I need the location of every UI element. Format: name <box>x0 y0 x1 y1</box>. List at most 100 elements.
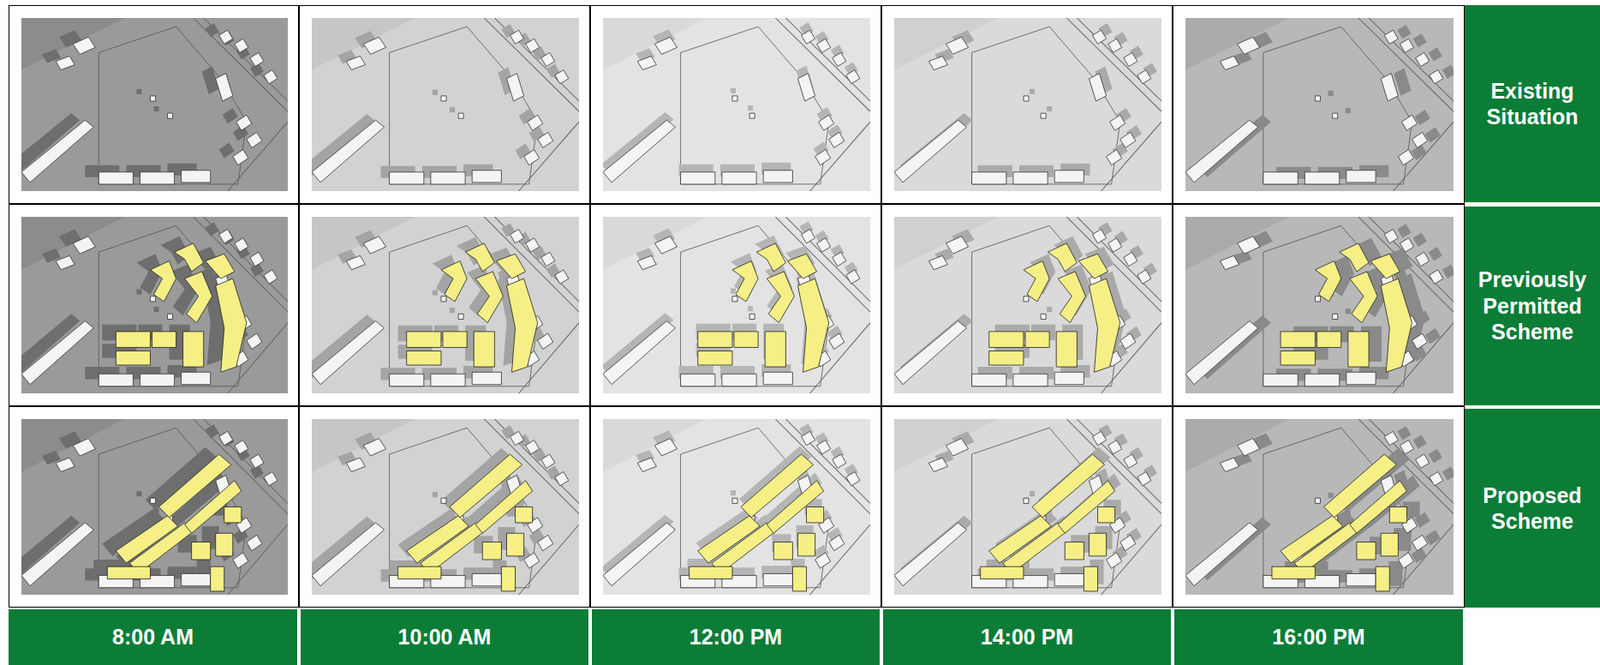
site-model <box>602 17 871 192</box>
existing-building <box>1023 497 1029 503</box>
existing-building <box>1054 573 1084 586</box>
time-header: 16:00 PM <box>1174 608 1463 665</box>
ground-plane <box>311 17 580 192</box>
ground <box>602 418 871 595</box>
existing-building <box>246 131 263 148</box>
time-header: 10:00 AM <box>300 608 589 665</box>
existing-building <box>829 333 845 350</box>
cast-shadow <box>1029 490 1035 496</box>
existing-building <box>732 497 738 503</box>
site-model <box>602 216 871 394</box>
site-outline <box>389 26 538 185</box>
cast-shadow <box>1046 306 1052 312</box>
existing-building <box>537 131 554 148</box>
existing-building <box>458 313 464 319</box>
existing-building <box>1346 371 1376 384</box>
scheme-building <box>1088 532 1106 556</box>
street-line <box>483 17 580 112</box>
existing-building <box>815 149 831 166</box>
scheme-building <box>441 261 467 302</box>
scheme-building <box>215 532 233 556</box>
existing-building <box>829 534 845 550</box>
cast-shadow <box>1328 90 1334 96</box>
existing-building <box>1013 172 1048 185</box>
cast-shadow <box>222 107 239 124</box>
site-model <box>311 418 580 595</box>
street-line <box>1392 121 1454 192</box>
shadow-study-cell <box>1172 405 1465 608</box>
existing-building <box>232 149 249 166</box>
scheme-building <box>515 507 533 523</box>
existing-building <box>1023 296 1029 302</box>
header-text: Proposed Scheme <box>1471 482 1594 535</box>
scheme-building <box>698 351 733 365</box>
existing-building <box>1314 95 1320 102</box>
shadow-study-cell <box>590 5 882 204</box>
existing-building <box>1110 114 1126 131</box>
site-outline <box>98 225 247 386</box>
existing-building <box>509 430 524 445</box>
existing-building <box>55 457 75 472</box>
cast-shadow <box>1442 264 1454 279</box>
existing-building <box>346 55 365 70</box>
existing-building <box>1237 36 1260 54</box>
existing-building <box>800 29 815 44</box>
cast-shadow <box>1388 561 1403 586</box>
existing-building <box>1380 73 1398 102</box>
existing-building <box>441 497 447 503</box>
street-line <box>227 524 288 595</box>
existing-building <box>1108 38 1123 53</box>
existing-building <box>471 573 502 586</box>
existing-building <box>928 457 948 472</box>
existing-building <box>1108 440 1123 454</box>
existing-building <box>832 251 847 266</box>
existing-building <box>363 236 386 255</box>
scheme-building <box>442 331 467 348</box>
existing-building <box>817 440 831 454</box>
scheme-building <box>501 566 515 592</box>
existing-building <box>524 149 540 166</box>
shadow-study-cell <box>8 405 299 608</box>
existing-building <box>602 522 676 586</box>
ground <box>1185 216 1454 394</box>
scheme-building <box>185 480 242 534</box>
existing-building <box>832 453 847 468</box>
existing-building <box>471 371 502 384</box>
existing-building <box>1412 333 1428 350</box>
existing-building <box>181 573 211 586</box>
existing-building <box>541 251 556 266</box>
existing-building <box>263 70 278 84</box>
scheme-building <box>1380 278 1412 372</box>
existing-building <box>1415 52 1430 66</box>
scheme-building <box>1083 566 1098 592</box>
existing-building <box>1346 170 1376 183</box>
existing-building <box>149 497 156 503</box>
existing-building <box>1137 70 1152 84</box>
existing-building <box>654 438 677 457</box>
existing-building <box>1314 296 1320 302</box>
street-line <box>1358 17 1454 112</box>
site-model <box>311 17 580 192</box>
existing-building <box>1399 38 1414 53</box>
existing-building <box>1219 255 1239 269</box>
cast-shadow <box>1428 246 1443 261</box>
row-header: Existing Situation <box>1464 5 1600 203</box>
scheme-building <box>506 532 524 556</box>
existing-building <box>537 333 554 350</box>
existing-building <box>1384 29 1398 44</box>
cast-shadow <box>219 142 235 158</box>
existing-building <box>1219 55 1239 70</box>
scheme-building <box>129 522 193 574</box>
existing-building <box>527 114 544 131</box>
existing-building <box>250 52 264 66</box>
scheme-building <box>1023 261 1050 302</box>
existing-building <box>722 373 757 386</box>
existing-building <box>722 172 757 185</box>
scheme-building <box>1047 243 1077 272</box>
existing-building <box>458 113 464 119</box>
ground-plane <box>894 17 1162 192</box>
shadow-study-cell <box>590 405 882 608</box>
cast-shadow <box>136 89 142 95</box>
existing-building <box>1040 313 1046 319</box>
existing-building <box>1237 236 1260 255</box>
